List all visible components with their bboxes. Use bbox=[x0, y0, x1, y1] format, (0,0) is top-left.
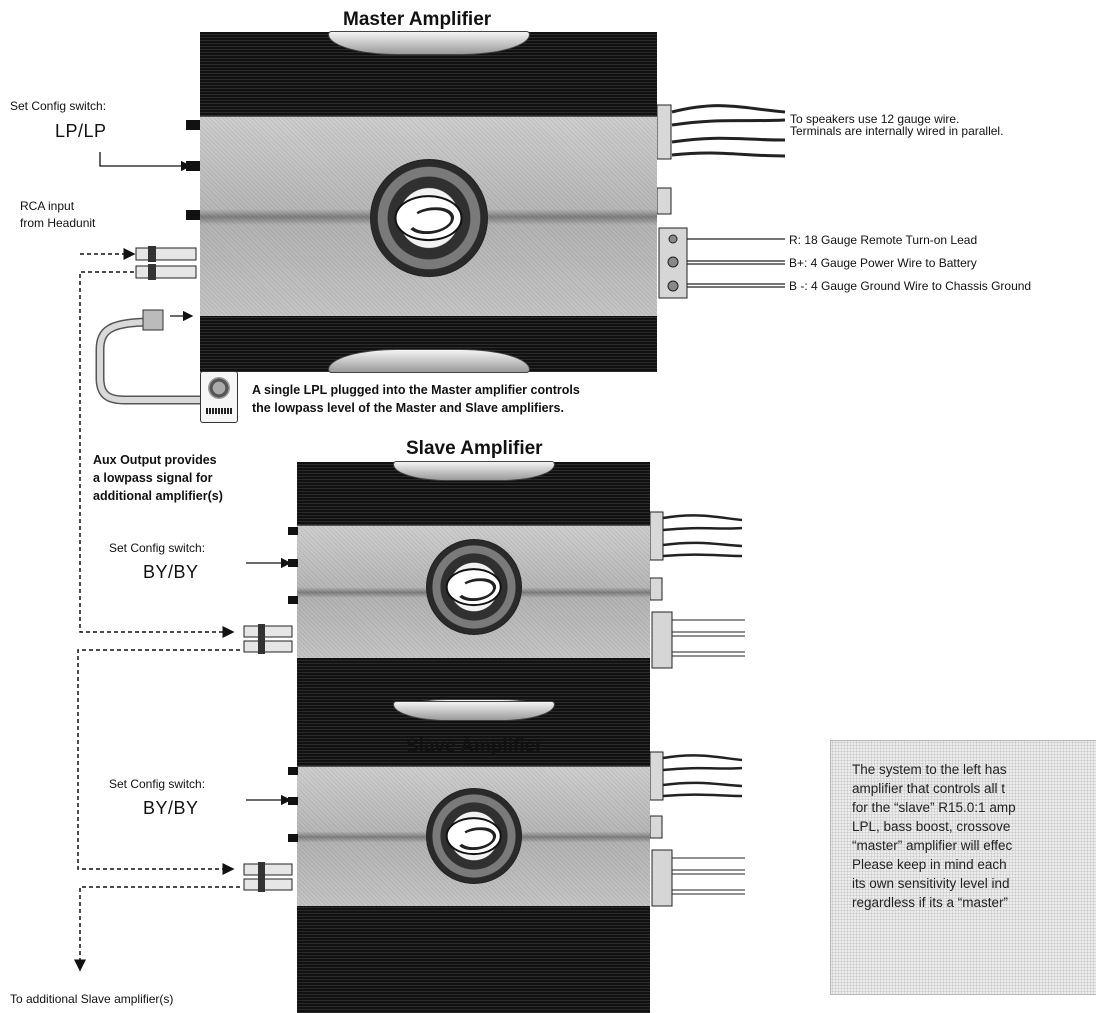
note-line: LPL, bass boost, crossove bbox=[852, 819, 1011, 834]
wires-slave2 bbox=[649, 751, 745, 907]
power-wires-master bbox=[658, 227, 785, 299]
power-label-ground: B -: 4 Gauge Ground Wire to Chassis Grou… bbox=[789, 279, 1032, 293]
slave2-title: Slave Amplifier bbox=[406, 736, 543, 757]
wires-slave1 bbox=[649, 511, 745, 669]
lpl-remote-knob bbox=[200, 371, 238, 423]
slave1-config-value: BY/BY bbox=[143, 562, 199, 582]
rca-input-label: RCA input bbox=[20, 199, 75, 213]
slave2-config-value: BY/BY bbox=[143, 798, 199, 818]
rca-plugs-slave1 bbox=[243, 624, 293, 654]
aux-note-2: a lowpass signal for bbox=[93, 471, 213, 485]
note-line: The system to the left has bbox=[852, 762, 1007, 777]
aux-note-3: additional amplifier(s) bbox=[93, 489, 223, 503]
master-config-value: LP/LP bbox=[55, 121, 107, 141]
speaker-note-1: To speakers use 12 gauge wire. bbox=[790, 112, 960, 126]
brand-logo-icon bbox=[425, 788, 522, 884]
note-line: regardless if its a “master” bbox=[852, 895, 1009, 910]
lpl-cable bbox=[95, 317, 200, 405]
rca-plugs-master bbox=[135, 246, 197, 280]
footer-label: To additional Slave amplifier(s) bbox=[10, 992, 174, 1006]
master-config-label: Set Config switch: bbox=[10, 99, 107, 113]
slave-amplifier-1 bbox=[297, 461, 650, 719]
note-line: amplifier that controls all t bbox=[852, 781, 1006, 796]
lpl-note-1: A single LPL plugged into the Master amp… bbox=[252, 383, 580, 397]
note-line: its own sensitivity level ind bbox=[852, 876, 1010, 891]
master-title: Master Amplifier bbox=[343, 9, 492, 30]
aux-output-line bbox=[79, 271, 235, 638]
rca-input-label-2: from Headunit bbox=[20, 216, 96, 230]
slave2-config-label: Set Config switch: bbox=[109, 777, 206, 791]
slave1-config-label: Set Config switch: bbox=[109, 541, 206, 555]
speaker-note-2: Terminals are internally wired in parall… bbox=[790, 124, 1004, 138]
config-arrow-master bbox=[99, 152, 192, 172]
master-amplifier bbox=[200, 31, 657, 373]
brand-logo-icon bbox=[369, 159, 488, 277]
brand-logo-icon bbox=[425, 539, 522, 635]
slave-amplifier-2 bbox=[297, 701, 650, 1013]
aux-note-1: Aux Output provides bbox=[93, 453, 217, 467]
note-line: for the “slave” R15.0:1 amp bbox=[852, 800, 1016, 815]
power-label-positive: B+: 4 Gauge Power Wire to Battery bbox=[789, 256, 977, 270]
system-note-box: The system to the left has amplifier tha… bbox=[830, 740, 1096, 995]
note-line: “master” amplifier will effec bbox=[852, 838, 1013, 853]
lpl-note-2: the lowpass level of the Master and Slav… bbox=[252, 401, 564, 415]
rca-plugs-slave2 bbox=[243, 862, 293, 892]
slave1-aux-output-line bbox=[77, 649, 240, 875]
slave1-title: Slave Amplifier bbox=[406, 438, 543, 459]
speaker-wires-master bbox=[656, 104, 786, 215]
power-label-remote: R: 18 Gauge Remote Turn-on Lead bbox=[789, 233, 978, 247]
slave2-aux-output-line bbox=[74, 886, 240, 972]
note-line: Please keep in mind each bbox=[852, 857, 1007, 872]
